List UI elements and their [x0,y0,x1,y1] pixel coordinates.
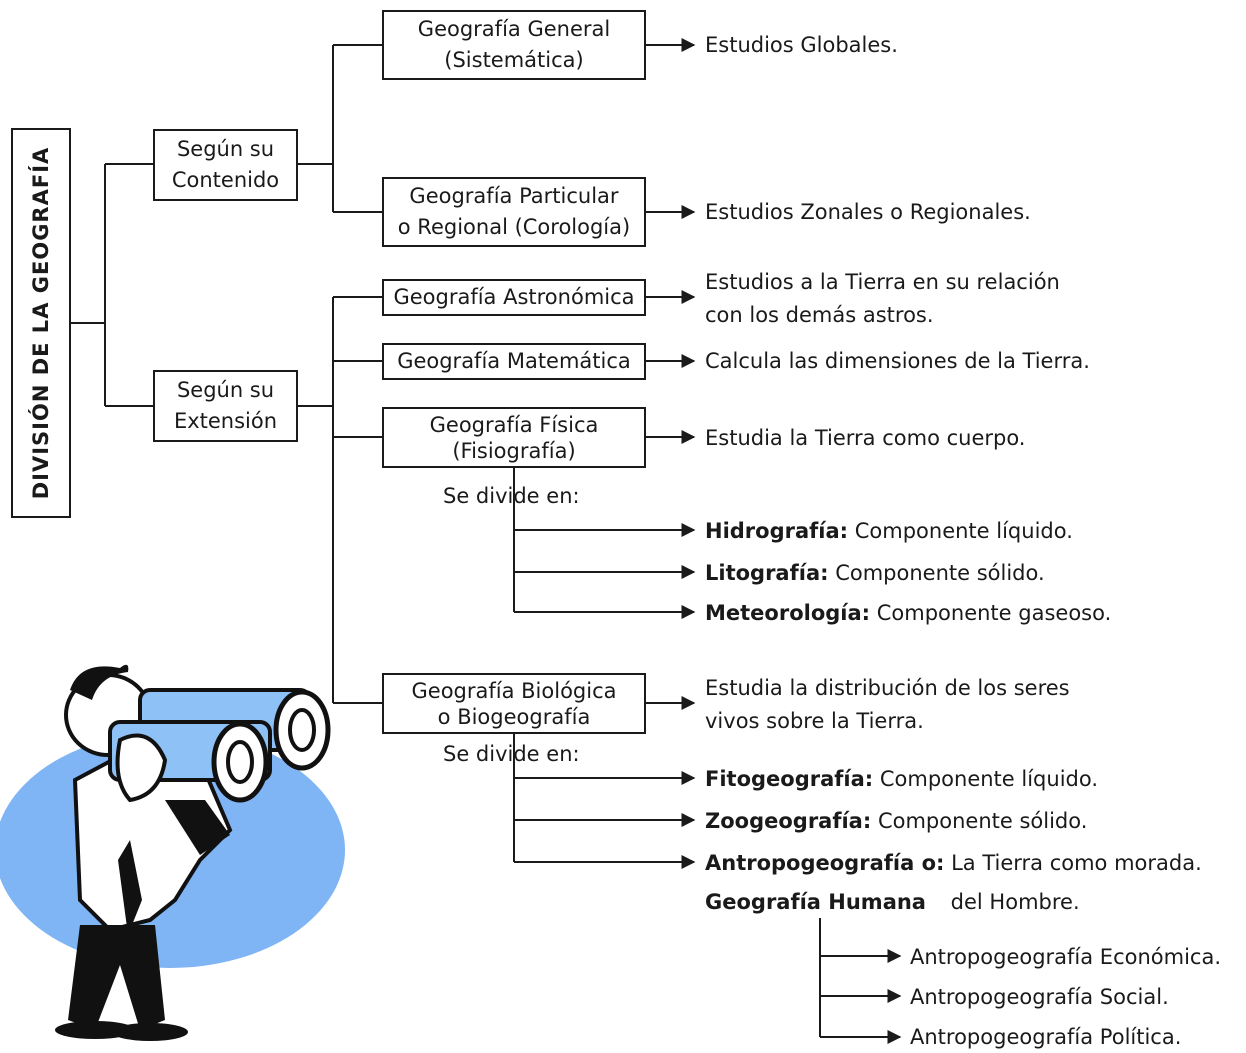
man-with-binoculars-illustration [0,664,345,1041]
geografia-particular-line1: Geografía Particular [409,184,619,208]
desc-astronomica-line1: Estudios a la Tierra en su relación [705,270,1060,294]
divide-label-fisica: Se divide en: [443,484,580,508]
geografia-particular-box: Geografía Particular o Regional (Corolog… [382,177,646,247]
sub-fitogeografia-term: Fitogeografía: [705,767,874,791]
sub-fitogeografia: Fitogeografía: Componente líquido. [705,763,1098,795]
sub-meteorologia-desc: Componente gaseoso. [876,601,1112,625]
sub-antropogeografia-desc: La Tierra como morada. [951,851,1202,875]
sub-fitogeografia-desc: Componente líquido. [879,767,1099,791]
desc-biologica-line1: Estudia la distribución de los seres [705,676,1070,700]
sub-hidrografia: Hidrografía: Componente líquido. [705,515,1073,547]
branch-extension-line2: Extensión [173,409,278,433]
geografia-general-line1: Geografía General [417,17,611,41]
geografia-astronomica-box: Geografía Astronómica [382,279,646,316]
branch-extension-line1: Según su [176,378,275,402]
sub-litografia-desc: Componente sólido. [835,561,1045,585]
branch-extension-box: Según su Extensión [153,370,298,442]
desc-biologica-line2: vivos sobre la Tierra. [705,709,924,733]
desc-astronomica-line2: con los demás astros. [705,303,934,327]
sub-litografia-term: Litografía: [705,561,829,585]
geografia-biologica-line2: o Biogeografía [437,704,591,729]
humana-sub-politica: Antropogeografía Política. [910,1025,1182,1049]
geografia-matematica-line1: Geografía Matemática [397,349,631,373]
geografia-fisica-box: Geografía Física (Fisiografía) [382,407,646,468]
desc-particular: Estudios Zonales o Regionales. [705,200,1031,224]
sub-antropogeografia-term: Antropogeografía o: [705,851,945,875]
geografia-general-box: Geografía General (Sistemática) [382,10,646,80]
geografia-humana-desc: del Hombre. [950,890,1080,914]
sub-hidrografia-term: Hidrografía: [705,519,849,543]
geografia-astronomica-line1: Geografía Astronómica [393,285,635,309]
geografia-fisica-line1: Geografía Física [429,412,599,437]
desc-fisica: Estudia la Tierra como cuerpo. [705,426,1026,450]
humana-sub-social: Antropogeografía Social. [910,985,1169,1009]
sub-meteorologia-term: Meteorología: [705,601,871,625]
geografia-matematica-box: Geografía Matemática [382,343,646,380]
sub-hidrografia-desc: Componente líquido. [854,519,1073,543]
sub-meteorologia: Meteorología: Componente gaseoso. [705,597,1111,629]
humana-sub-economica: Antropogeografía Económica. [910,945,1222,969]
geografia-fisica-line2: (Fisiografía) [452,438,576,463]
desc-general: Estudios Globales. [705,33,898,57]
geografia-humana-term: Geografía Humana [705,890,926,914]
diagram-title-box: DIVISIÓN DE LA GEOGRAFÍA [11,128,71,518]
diagram-title: DIVISIÓN DE LA GEOGRAFÍA [29,146,53,500]
geografia-humana: Geografía Humana del Hombre. [705,886,1080,918]
geografia-general-line2: (Sistemática) [444,48,584,72]
divide-label-biologica: Se divide en: [443,742,580,766]
geografia-biologica-line1: Geografía Biológica [411,678,617,703]
sub-zoogeografia-term: Zoogeografía: [705,809,872,833]
branch-contenido-line1: Según su [176,137,275,161]
sub-zoogeografia-desc: Componente sólido. [877,809,1088,833]
sub-antropogeografia: Antropogeografía o: La Tierra como morad… [705,847,1202,879]
branch-contenido-box: Según su Contenido [153,129,298,201]
sub-zoogeografia: Zoogeografía: Componente sólido. [705,805,1087,837]
geografia-biologica-box: Geografía Biológica o Biogeografía [382,673,646,734]
geografia-particular-line2: o Regional (Corología) [397,215,631,239]
branch-contenido-line2: Contenido [171,168,280,192]
sub-litografia: Litografía: Componente sólido. [705,557,1045,589]
desc-matematica: Calcula las dimensiones de la Tierra. [705,349,1090,373]
